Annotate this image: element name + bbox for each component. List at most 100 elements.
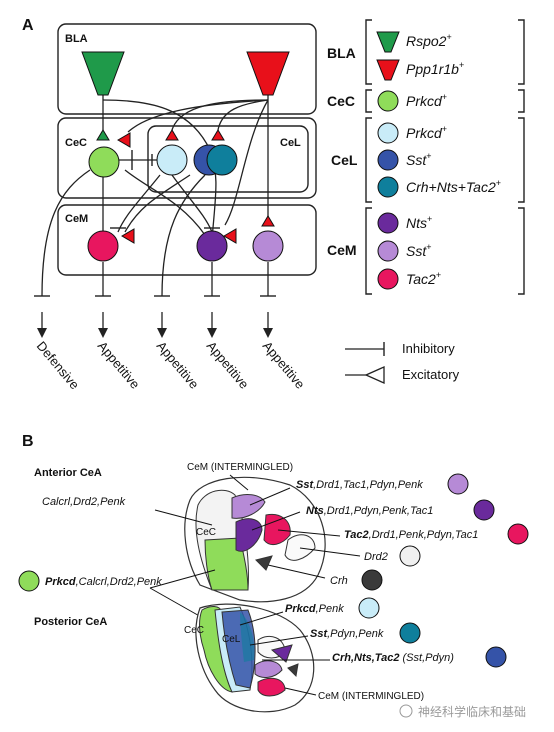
inhibitory-legend-label: Inhibitory bbox=[402, 341, 455, 356]
legend-cem-sst-label: Sst+ bbox=[406, 242, 432, 259]
bla-rspo2-neuron bbox=[81, 51, 125, 96]
output-arrows bbox=[41, 312, 269, 330]
legend-cel-sst-gene: Sst bbox=[406, 152, 427, 168]
anterior-left-label: Calcrl,Drd2,Penk bbox=[42, 496, 126, 508]
legend-cel-sst-sup: + bbox=[426, 151, 431, 161]
anterior-cec-label: CeC bbox=[196, 527, 216, 538]
anterior-annot-nts-bold: Nts bbox=[306, 505, 324, 517]
cem-region-box bbox=[57, 204, 317, 276]
anterior-annot-tac2: Tac2,Drd1,Penk,Pdyn,Tac1 bbox=[344, 529, 478, 541]
legend-rspo2-swatch bbox=[376, 31, 400, 53]
legend-cem-nts-label: Nts+ bbox=[406, 214, 432, 231]
cel-region-box bbox=[147, 125, 309, 193]
inhibitory-bars bbox=[34, 150, 276, 297]
legend-rspo2-sup: + bbox=[446, 32, 451, 42]
posterior-annot-crh-rest: (Sst,Pdyn) bbox=[399, 652, 454, 664]
legend-cel-sst-label: Sst+ bbox=[406, 151, 432, 168]
legend-cel-sst-swatch bbox=[377, 149, 399, 171]
posterior-annot-prkcd-rest: ,Penk bbox=[316, 603, 345, 615]
cel-prkcd-neuron bbox=[156, 144, 188, 176]
cec-region-box bbox=[57, 117, 317, 199]
watermark-text: 神经科学临床和基础 bbox=[418, 704, 526, 719]
output-label-2: Appetitive bbox=[95, 338, 143, 391]
posterior-annot-crh-bold: Crh,Nts,Tac2 bbox=[332, 652, 399, 664]
legend-cel-prkcd-sup: + bbox=[442, 124, 447, 134]
posterior-cem-label: CeM (INTERMINGLED) bbox=[318, 691, 424, 702]
posterior-annot-sst: Sst,Pdyn,Penk bbox=[310, 628, 384, 640]
posterior-cel-label: CeL bbox=[222, 634, 241, 645]
bla-region-label: BLA bbox=[65, 33, 88, 45]
legend-cem-nts-gene: Nts bbox=[406, 215, 427, 231]
legend-cec-prkcd-gene: Prkcd bbox=[406, 93, 443, 109]
legend-cec-prkcd-label: Prkcd+ bbox=[406, 92, 447, 109]
anterior-annot-drd2-rest: Drd2 bbox=[364, 551, 388, 563]
posterior-sst-area bbox=[240, 612, 255, 662]
anterior-tac2-swatch bbox=[507, 523, 529, 545]
posterior-cem-sst-area bbox=[254, 660, 283, 678]
legend-cem-tac2-sup: + bbox=[436, 270, 441, 280]
legend-group-bla: BLA bbox=[327, 45, 356, 61]
output-label-5: Appetitive bbox=[260, 338, 308, 391]
cem-sst-neuron bbox=[252, 230, 284, 262]
legend-cem-sst-swatch bbox=[377, 240, 399, 262]
excitatory-legend-triangle bbox=[364, 365, 385, 385]
anterior-annot-tac2-rest: ,Drd1,Penk,Pdyn,Tac1 bbox=[369, 529, 479, 541]
legend-cem-tac2-gene: Tac2 bbox=[406, 271, 436, 287]
anterior-nts-area bbox=[235, 518, 263, 552]
legend-cec-prkcd-swatch bbox=[377, 90, 399, 112]
posterior-cec-label: CeC bbox=[184, 625, 204, 636]
cem-region-label: CeM bbox=[65, 213, 88, 225]
anterior-drd2-swatch bbox=[399, 545, 421, 567]
anterior-crh-area bbox=[255, 555, 273, 571]
posterior-annot-prkcd: Prkcd,Penk bbox=[285, 603, 344, 615]
anterior-annot-sst-bold: Sst bbox=[296, 479, 314, 491]
bla-ppp1r1b-neuron bbox=[246, 51, 290, 96]
legend-ppp1r1b-swatch bbox=[376, 59, 400, 81]
anterior-annot-nts: Nts,Drd1,Pdyn,Penk,Tac1 bbox=[306, 505, 433, 517]
posterior-title: Posterior CeA bbox=[34, 616, 107, 628]
posterior-annot-sst-bold: Sst bbox=[310, 628, 328, 640]
anterior-annot-crh-rest: Crh bbox=[330, 575, 348, 587]
legend-cem-sst-sup: + bbox=[426, 242, 431, 252]
cel-crh-nts-tac2-neuron bbox=[206, 144, 238, 176]
anterior-tac2-area bbox=[263, 513, 291, 546]
legend-cem-sst-gene: Sst bbox=[406, 243, 427, 259]
cem-nts-neuron bbox=[196, 230, 228, 262]
posterior-sst-swatch bbox=[399, 622, 421, 644]
legend-cel-crh-sup: + bbox=[496, 178, 501, 188]
posterior-crh-swatch bbox=[485, 646, 507, 668]
posterior-tac2-area bbox=[257, 677, 286, 697]
projection-lines bbox=[41, 95, 269, 297]
legend-cem-nts-swatch bbox=[377, 212, 399, 234]
posterior-prkcd-swatch bbox=[358, 597, 380, 619]
legend-group-cel: CeL bbox=[331, 152, 358, 168]
legend-cec-prkcd-sup: + bbox=[442, 92, 447, 102]
legend-rspo2-label: Rspo2+ bbox=[406, 32, 452, 49]
posterior-annot-crh: Crh,Nts,Tac2 (Sst,Pdyn) bbox=[332, 652, 454, 664]
posterior-annot-sst-rest: ,Pdyn,Penk bbox=[327, 628, 384, 640]
legend-cem-tac2-swatch bbox=[377, 268, 399, 290]
anterior-annot-tac2-bold: Tac2 bbox=[344, 529, 369, 541]
cem-tac2-neuron bbox=[87, 230, 119, 262]
anterior-annot-drd2: Drd2 bbox=[364, 551, 388, 563]
anterior-cem-label: CeM (INTERMINGLED) bbox=[187, 462, 293, 473]
legend-cel-crh-gene: Crh+Nts+Tac2 bbox=[406, 179, 496, 195]
cec-region-label: CeC bbox=[65, 137, 87, 149]
legend-ppp1r1b-label: Ppp1r1b+ bbox=[406, 60, 464, 77]
output-label-1: Defensive bbox=[34, 338, 83, 392]
posterior-nts-area bbox=[270, 644, 293, 663]
excitatory-terminals bbox=[96, 129, 275, 244]
legend-rspo2-gene: Rspo2 bbox=[406, 33, 447, 49]
prkcd-annot-rest: ,Calcrl,Drd2,Penk bbox=[76, 576, 163, 588]
legend-group-cec: CeC bbox=[327, 93, 355, 109]
output-label-3: Appetitive bbox=[154, 338, 202, 391]
anterior-nts-swatch bbox=[473, 499, 495, 521]
cel-region-label: CeL bbox=[280, 137, 301, 149]
legend-cel-crh-swatch bbox=[377, 176, 399, 198]
prkcd-annot-bold: Prkcd bbox=[45, 576, 76, 588]
anterior-sst-area bbox=[231, 494, 266, 519]
legend-ppp1r1b-sup: + bbox=[459, 60, 464, 70]
legend-group-cem: CeM bbox=[327, 242, 357, 258]
legend-cel-prkcd-label: Prkcd+ bbox=[406, 124, 447, 141]
